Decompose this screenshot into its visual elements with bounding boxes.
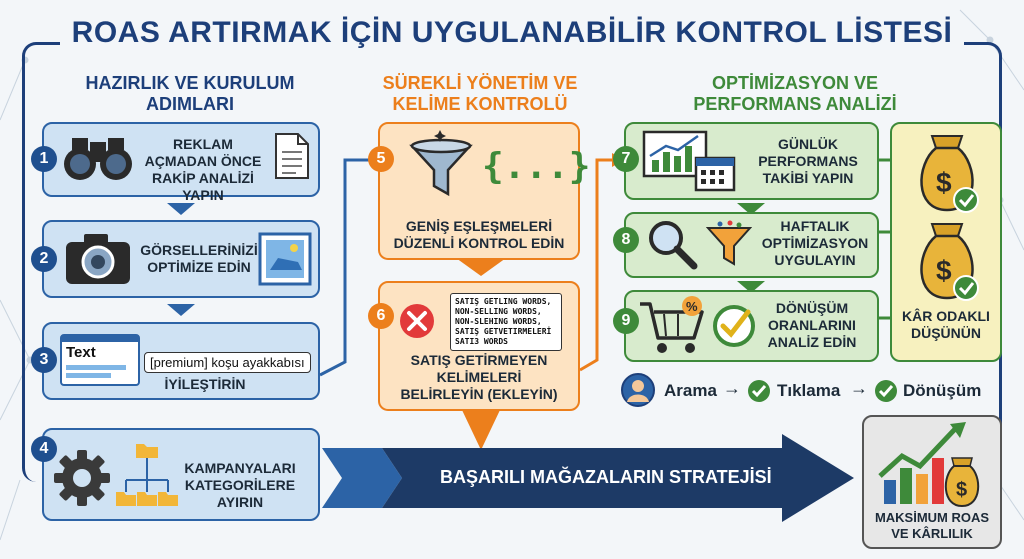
column-heading-optimization: OPTİMİZASYON VE PERFORMANS ANALİZİ — [693, 73, 897, 114]
profit-label: KÂR ODAKLI DÜŞÜNÜN — [902, 308, 990, 341]
funnel-icon — [409, 130, 473, 197]
text-field-label: Text — [66, 344, 96, 361]
step-2-number: 2 — [31, 246, 57, 272]
negative-word: SATIŞ GETLING WORDS, — [455, 297, 552, 306]
step-1-number: 1 — [31, 146, 57, 172]
user-icon — [621, 373, 655, 407]
strategy-arrow — [322, 434, 854, 522]
money-bag-icon: $ — [920, 223, 979, 301]
gear-icon — [54, 450, 110, 506]
close-icon — [400, 304, 434, 338]
step-3-number: 3 — [31, 347, 57, 373]
flow-conversion-label: Dönüşüm — [903, 381, 982, 400]
strategy-label: BAŞARILI MAĞAZALARIN STRATEJİSİ — [440, 467, 772, 487]
step-5-number: 5 — [368, 146, 394, 172]
step-6-number: 6 — [368, 303, 394, 329]
step-2-label: GÖRSELLERİNİZİ OPTİMİZE EDİN — [140, 242, 258, 275]
step-arrow — [167, 304, 195, 316]
step-arrow — [167, 203, 195, 215]
negative-words-list: SATIŞ GETLING WORDS, NON-SELLING WORDS, … — [450, 293, 562, 351]
step-9-number: 9 — [613, 308, 639, 334]
negative-word: NON-SLEHING WORDS, — [455, 317, 542, 326]
check-circle-icon — [748, 380, 770, 402]
column-heading-management: SÜREKLİ YÖNETİM VE KELİME KONTROLÜ — [382, 73, 578, 114]
funnel-icon — [706, 220, 752, 266]
step-9-label: DÖNÜŞÜM ORANLARINI ANALİZ EDİN — [767, 300, 857, 350]
shopping-cart-icon: % — [640, 296, 704, 353]
step-1-label: REKLAM AÇMADAN ÖNCE RAKİP ANALİZİ YAPIN — [144, 136, 262, 203]
column-heading-setup: HAZIRLIK VE KURULUM ADIMLARI — [85, 73, 295, 114]
negative-word: NON-SELLING WORDS, — [455, 307, 542, 316]
svg-text:$: $ — [936, 167, 952, 198]
step-8-number: 8 — [613, 227, 639, 253]
folder-tree-icon — [116, 444, 178, 506]
check-circle-icon — [875, 380, 897, 402]
image-icon — [258, 232, 312, 286]
flow-search-label: Arama — [664, 381, 717, 400]
svg-text:%: % — [686, 299, 698, 314]
step-8-label: HAFTALIK OPTİMİZASYON UYGULAYIN — [761, 218, 869, 268]
step-7-label: GÜNLÜK PERFORMANS TAKİBİ YAPIN — [758, 136, 858, 186]
negative-word: SATI3 WORDS — [455, 337, 508, 346]
braces-icon: {...} — [482, 146, 591, 187]
svg-text:$: $ — [956, 479, 967, 501]
camera-icon — [66, 234, 130, 284]
arrow-right-icon: → — [723, 378, 741, 398]
binoculars-icon — [64, 138, 132, 180]
arrow-right-icon: → — [850, 378, 868, 398]
svg-text:$: $ — [936, 255, 952, 286]
step-4-number: 4 — [31, 436, 57, 462]
check-circle-icon — [713, 305, 755, 347]
money-bag-icon: $ — [920, 135, 979, 213]
negative-word: SATIŞ GETVETIRMELERİ — [455, 327, 552, 336]
step-7-number: 7 — [613, 146, 639, 172]
text-field-mockup: Text — [60, 334, 140, 386]
document-icon — [275, 133, 309, 179]
growth-chart-icon: $ — [878, 422, 980, 508]
step-3-label: İYİLEŞTİRİN — [164, 376, 246, 392]
step-4-label: KAMPANYALARI KATEGORİLERE AYIRIN — [184, 460, 296, 510]
step-6-label: SATIŞ GETİRMEYEN KELİMELERİ BELİRLEYİN (… — [400, 352, 558, 402]
magnifier-icon — [649, 221, 698, 270]
chart-calendar-icon — [642, 130, 736, 192]
flow-click-label: Tıklama — [777, 381, 841, 400]
step-5-label: GENİŞ EŞLEŞMELERİ DÜZENLİ KONTROL EDİN — [393, 218, 565, 251]
page-title: ROAS ARTIRMAK İÇİN UYGULANABİLİR KONTROL… — [60, 16, 964, 50]
result-label: MAKSİMUM ROAS VE KÂRLILIK — [874, 510, 990, 541]
keyword-pill: [premium] koşu ayakkabısı — [144, 352, 311, 373]
